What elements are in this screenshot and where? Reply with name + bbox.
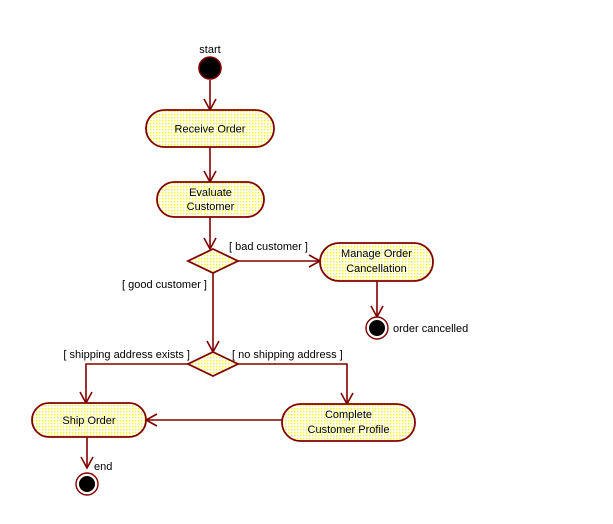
anno-end-label: end [94,461,112,473]
activity-receive-order-label: Receive Order [175,123,246,135]
edge-decision-customer-to-decision-shipping [206,273,220,354]
edge-decision-customer-to-manage-order-cancellation [238,254,322,268]
activity-ship-order[interactable]: Ship Order [31,402,147,438]
edge-decision-shipping-to-ship-order [79,363,188,405]
activity-complete-customer-profile[interactable]: Complete Customer Profile [281,403,416,442]
activity-ship-order-label: Ship Order [62,415,116,427]
edge-receive-order-to-evaluate-customer [203,147,217,184]
guard-no-shipping-address-label: [ no shipping address ] [232,349,343,361]
final-node-end[interactable] [75,472,99,496]
anno-start-label: start [199,44,220,56]
edge-decision-shipping-to-complete-customer-profile [238,363,354,406]
activity-complete-customer-profile-label-line1: Complete [325,409,372,421]
edge-ship-order-to-final-end [80,437,94,470]
start-node[interactable] [198,56,222,80]
final-node-order-cancelled[interactable] [365,316,389,340]
activity-evaluate-customer[interactable]: Evaluate Customer [156,181,265,218]
edge-manage-order-cancellation-to-final [370,281,384,319]
guard-good-customer-label: [ good customer ] [122,279,207,291]
edge-start-to-receive-order [203,80,217,112]
decision-shipping[interactable] [185,351,241,377]
activity-receive-order[interactable]: Receive Order [145,109,275,148]
activity-manage-order-cancellation-label-line1: Manage Order [341,248,412,260]
activity-evaluate-customer-label-line1: Evaluate [189,187,232,199]
activity-evaluate-customer-label-line2: Customer [187,201,235,213]
decision-customer[interactable] [185,248,241,274]
edge-complete-customer-profile-to-ship-order [144,413,282,427]
activity-manage-order-cancellation-label-line2: Cancellation [346,263,407,275]
anno-order-cancelled-label: order cancelled [393,323,468,335]
activity-manage-order-cancellation[interactable]: Manage Order Cancellation [319,242,434,282]
guard-bad-customer-label: [ bad customer ] [229,241,308,253]
activity-complete-customer-profile-label-line2: Customer Profile [308,424,390,436]
guard-shipping-address-exists-label: [ shipping address exists ] [63,349,190,361]
edge-evaluate-customer-to-decision-customer [203,216,217,251]
